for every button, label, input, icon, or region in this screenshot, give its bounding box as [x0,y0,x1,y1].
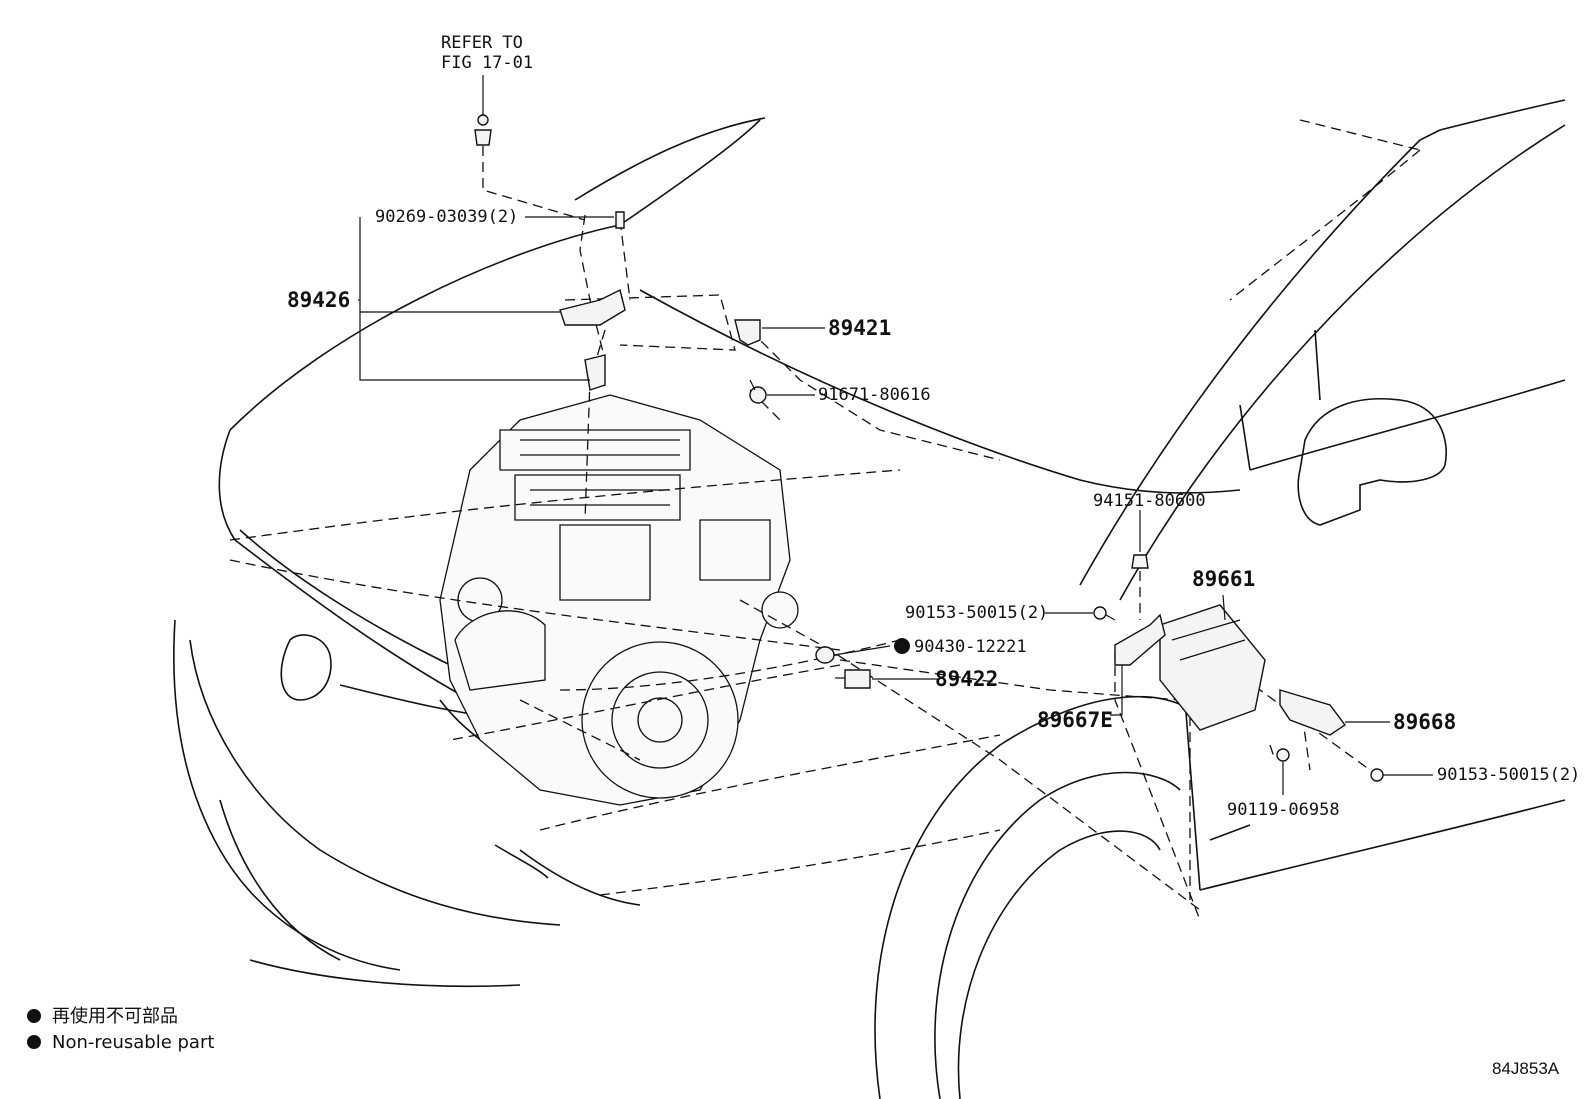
callout-90153-50015-b: 90153-50015(2) [1437,765,1580,785]
part-90153-bolt-a [1093,606,1116,621]
callout-90430-12221: 90430-12221 [914,637,1027,657]
part-90269-clip [615,211,625,229]
part-89661-ecu [1159,604,1266,731]
refer-note-line2: FIG 17-01 [441,53,533,73]
callout-89668: 89668 [1393,710,1456,734]
part-89421-sensor [734,319,761,346]
leader-lines [358,75,1433,795]
legend-dot-en [27,1035,41,1049]
callout-89421: 89421 [828,316,891,340]
callout-94151-80600: 94151-80600 [1093,491,1206,511]
illustration-code: 84J853A [1492,1059,1560,1078]
engine-assembly [439,394,799,806]
legend-label-jp: 再使用不可部品 [52,1006,178,1027]
legend-label-en: Non-reusable part [52,1032,214,1053]
callout-90269-03039: 90269-03039(2) [375,207,518,227]
callout-90153-50015-a: 90153-50015(2) [905,603,1048,623]
part-89667e-bracket [1114,613,1166,666]
part-89422-sensor [835,669,871,689]
non-reusable-dot-90430 [894,638,910,654]
part-91671-bolt [749,379,767,404]
callout-89667e: 89667E [1037,708,1113,732]
callout-91671-80616: 91671-80616 [818,385,931,405]
callout-89422: 89422 [935,667,998,691]
vehicle-outline [173,99,1566,1099]
callout-89661: 89661 [1192,567,1255,591]
part-90153-bolt-b [1370,768,1384,782]
part-94151-nut [1131,554,1149,569]
part-89668-bracket [1279,689,1347,736]
part-89426-bracket [559,288,626,391]
refer-note-line1: REFER TO [441,33,523,53]
part-90430-gasket [815,646,835,664]
legend-dot-jp [27,1009,41,1023]
callout-90119-06958: 90119-06958 [1227,800,1340,820]
phantom-lines [229,119,1421,921]
part-90119-bolt [1276,748,1290,762]
part-bolt-refer [474,114,492,146]
callout-89426: 89426 [287,288,350,312]
